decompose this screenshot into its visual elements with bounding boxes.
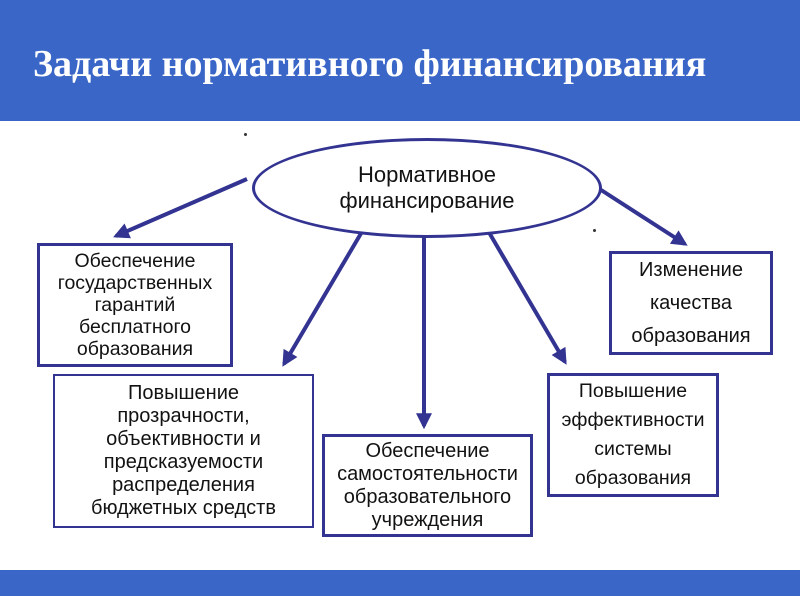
slide-title: Задачи нормативного финансирования <box>33 42 707 85</box>
central-node-normative-financing: Нормативное финансирование <box>252 138 602 238</box>
title-bar: Задачи нормативного финансирования <box>0 0 800 121</box>
stray-period-dot <box>593 229 596 232</box>
node-label: Обеспечение самостоятельности образовате… <box>337 439 518 531</box>
node-label: Обеспечение государственных гарантий бес… <box>57 250 213 360</box>
node-system-efficiency: Повышение эффективности системы образова… <box>547 373 719 497</box>
arrow-to-state-guarantees <box>113 177 248 239</box>
arrow-to-transparency <box>282 228 365 367</box>
node-label: Повышение прозрачности, объективности и … <box>91 382 276 519</box>
node-state-guarantees: Обеспечение государственных гарантий бес… <box>37 243 233 367</box>
stray-period-dot <box>244 133 247 136</box>
node-education-quality: Изменение качества образования <box>609 251 773 355</box>
central-node-label: Нормативное финансирование <box>339 162 515 213</box>
arrow-to-system-efficiency <box>485 227 567 365</box>
footer-bar <box>0 570 800 596</box>
arrow-to-education-quality <box>596 186 688 246</box>
node-label: Повышение эффективности системы образова… <box>561 380 705 489</box>
node-transparency: Повышение прозрачности, объективности и … <box>53 374 314 528</box>
node-label: Изменение качества образования <box>631 258 751 347</box>
node-school-autonomy: Обеспечение самостоятельности образовате… <box>322 434 533 537</box>
